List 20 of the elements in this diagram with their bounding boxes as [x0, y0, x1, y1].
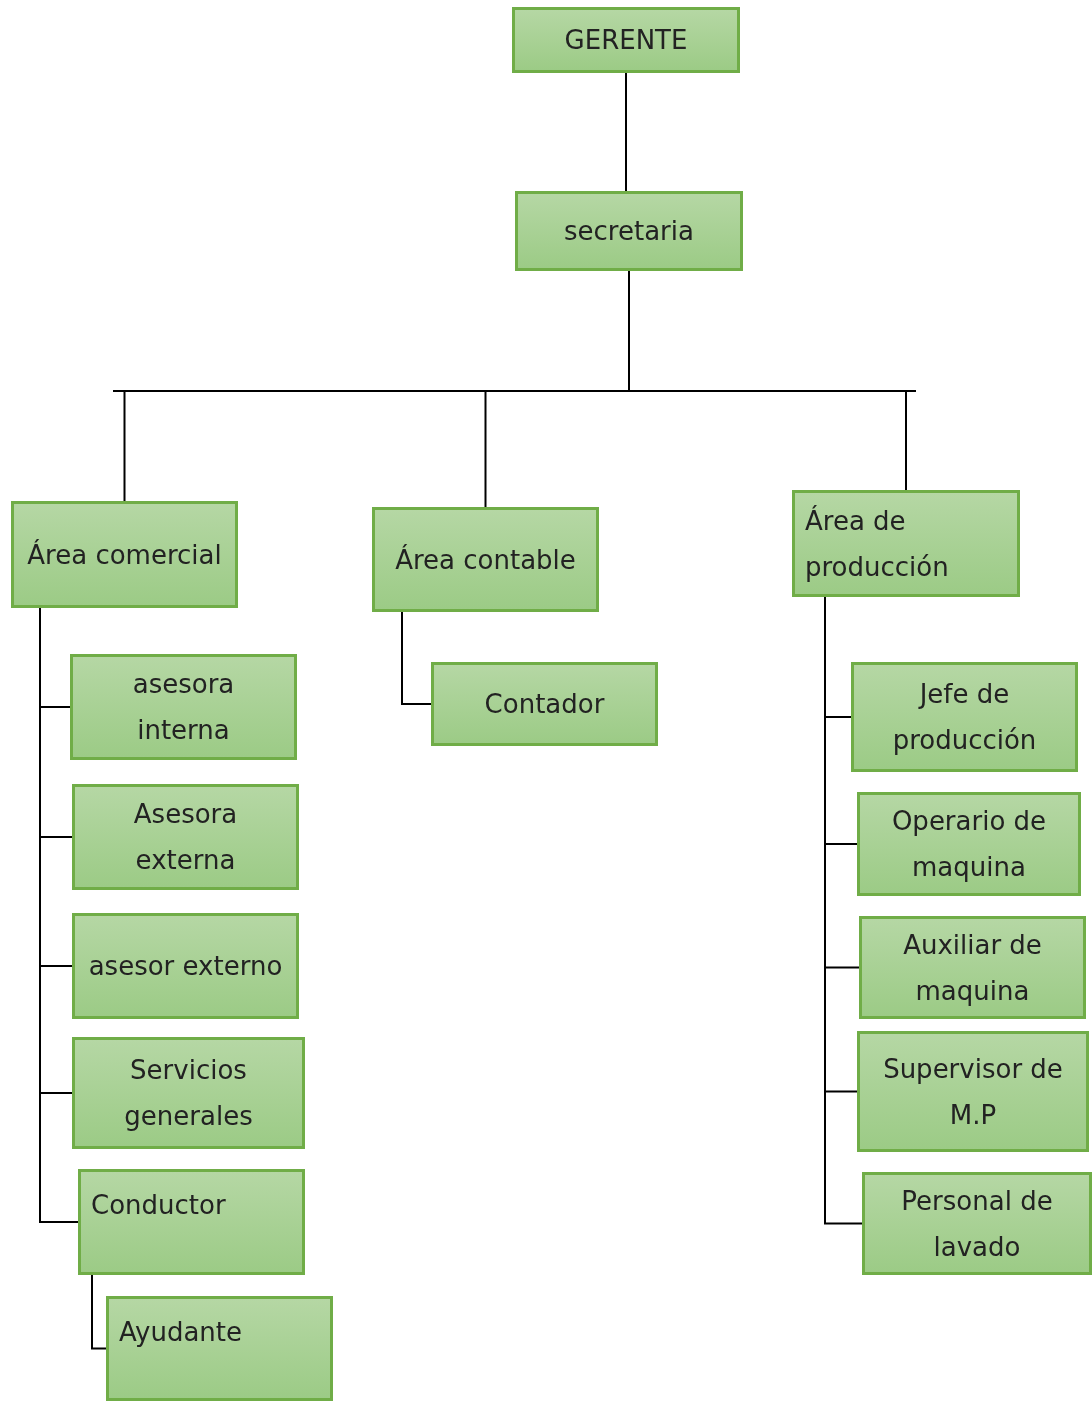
org-box: asesor externo [72, 913, 299, 1019]
org-box: Supervisor de M.P [857, 1031, 1089, 1152]
org-box: GERENTE [512, 7, 740, 73]
org-box: Operario de maquina [857, 792, 1081, 896]
org-box: Servicios generales [72, 1037, 305, 1149]
org-box: Contador [431, 662, 658, 746]
connector-line [625, 72, 627, 192]
org-box: Conductor [78, 1169, 305, 1275]
connector-line [401, 611, 432, 705]
org-box: Asesora externa [72, 784, 299, 890]
org-box: Área comercial [11, 501, 238, 608]
org-box: Auxiliar de maquina [859, 916, 1086, 1019]
org-box: Área de producción [792, 490, 1020, 597]
org-box: Área contable [372, 507, 599, 612]
org-box: Jefe de producción [851, 662, 1078, 772]
org-box: secretaria [515, 191, 743, 271]
connector-line [91, 1274, 107, 1350]
org-box: asesora interna [70, 654, 297, 760]
org-box: Personal de lavado [862, 1172, 1092, 1275]
org-box: Ayudante [106, 1296, 333, 1401]
